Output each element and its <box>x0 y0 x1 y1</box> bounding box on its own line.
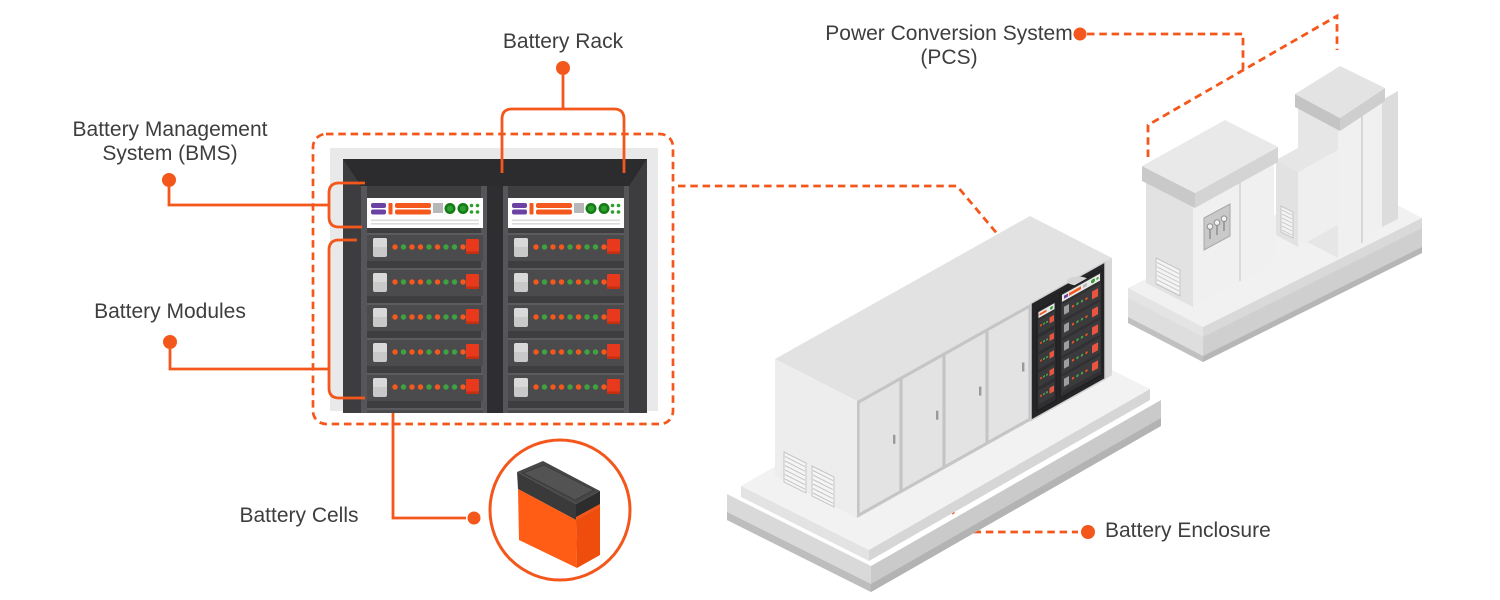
label-bms-line1: Battery Management <box>72 118 268 141</box>
mini-rack <box>1059 269 1103 399</box>
pcs-art <box>1128 66 1422 362</box>
label-bms: Battery Management System (BMS) <box>60 118 280 166</box>
bms-unit <box>367 198 483 228</box>
label-bms-line2: System (BMS) <box>102 142 238 165</box>
label-battery-modules: Battery Modules <box>94 300 246 323</box>
label-battery-enclosure: Battery Enclosure <box>1105 519 1271 542</box>
battery-enclosure-art <box>727 216 1161 592</box>
label-pcs-line2: (PCS) <box>920 46 978 69</box>
label-pcs-line1: Power Conversion System <box>825 22 1073 45</box>
battery-cell-inset <box>488 438 632 582</box>
mini-rack <box>1036 299 1057 412</box>
label-battery-cells: Battery Cells <box>239 504 359 527</box>
connector-lines <box>167 75 626 520</box>
rack-dashed-boundary <box>311 132 675 426</box>
bms-unit <box>508 198 624 228</box>
connector-dots <box>162 27 1095 539</box>
label-pcs: Power Conversion System (PCS) <box>819 22 1079 70</box>
battery-rack-art <box>330 148 658 413</box>
label-battery-rack: Battery Rack <box>502 30 624 53</box>
